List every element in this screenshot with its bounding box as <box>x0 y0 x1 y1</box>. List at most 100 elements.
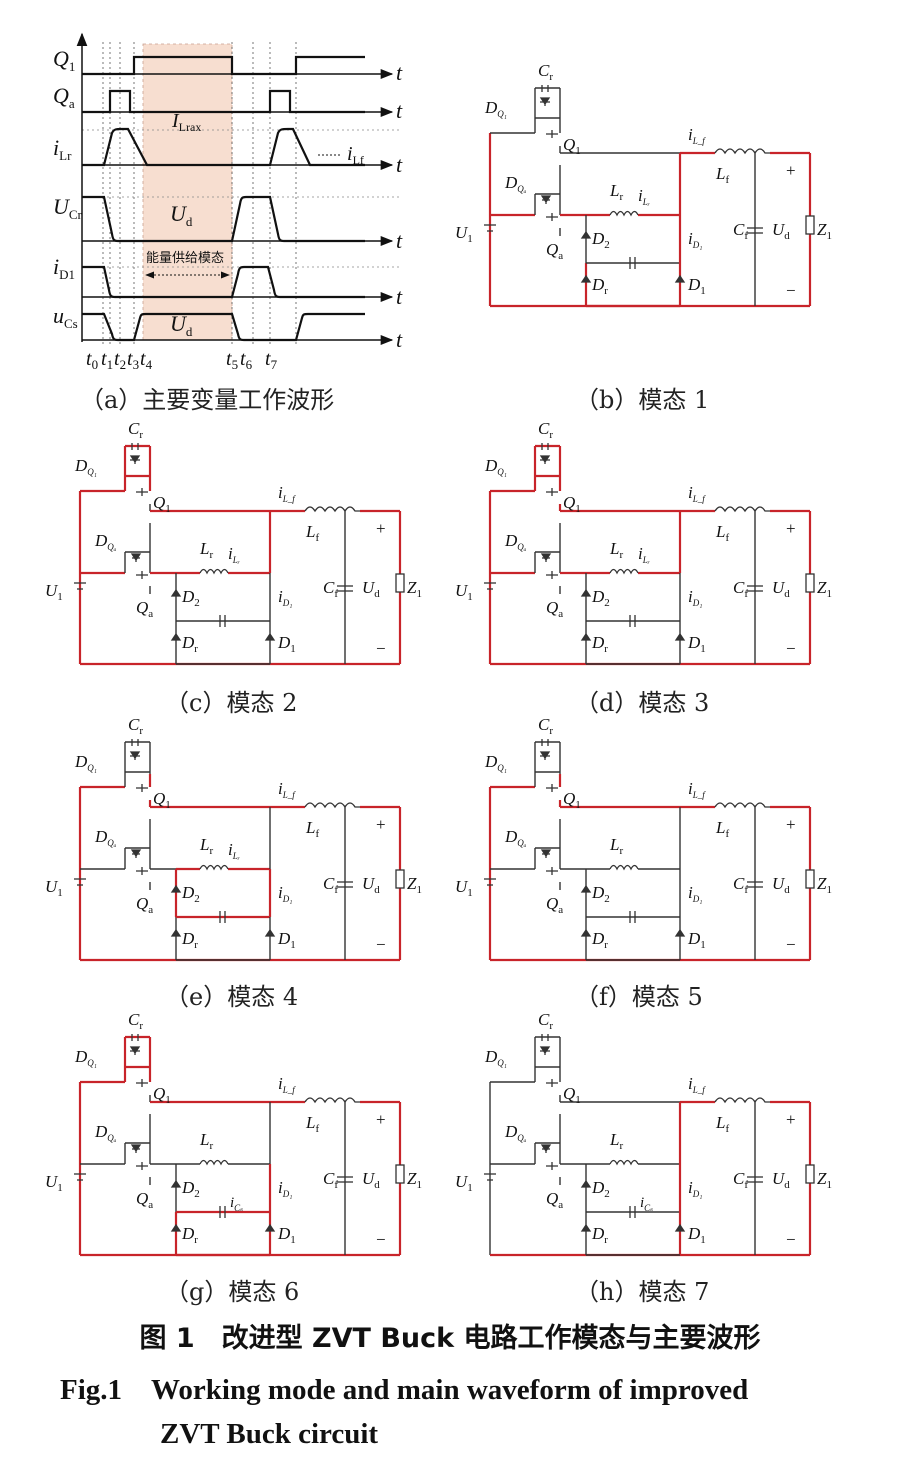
circuit-label: + <box>786 1110 796 1129</box>
circuit-component <box>805 1164 815 1184</box>
circuit-label: iLᵣ <box>638 186 650 207</box>
circuit-component <box>546 1079 558 1087</box>
circuit-label: − <box>786 935 796 954</box>
circuit-component <box>546 867 558 875</box>
time-tick-t0: t0 <box>86 348 98 372</box>
circuit-label: Lr <box>199 539 213 561</box>
ilf-label: iLf <box>347 143 364 167</box>
t-label-6: t <box>396 327 403 352</box>
circuit-label: Z1 <box>407 874 422 896</box>
circuit-label: + <box>786 519 796 538</box>
circuit-drawing: Cr DQ₁ Q1 DQₐ Qa Lr iLᵣ iL_f Lf Cf Ud Z1… <box>455 419 832 666</box>
circuit-component <box>546 213 558 221</box>
time-tick-t6: t6 <box>240 348 253 372</box>
circuit-label: Ud <box>772 578 790 600</box>
circuit-label: Q1 <box>563 1084 581 1106</box>
circuit-label: U1 <box>455 581 473 603</box>
circuit-label: Lf <box>305 1113 319 1135</box>
circuit-label: DQ₁ <box>74 456 97 477</box>
circuit-label: Q1 <box>563 135 581 157</box>
circuit-component <box>199 864 229 871</box>
circuit-label: iL_f <box>278 779 296 800</box>
circuit-component <box>714 802 770 809</box>
circuit-label: Dr <box>181 929 198 951</box>
circuit-label: Z1 <box>817 874 832 896</box>
circuit-label: DQₐ <box>504 531 527 552</box>
circuit-component <box>540 553 552 562</box>
circuit-label: D2 <box>181 883 200 905</box>
circuit-label: − <box>376 639 386 658</box>
circuit-label: − <box>786 639 796 658</box>
circuit-component <box>170 588 182 597</box>
circuit-label: Qa <box>136 894 153 916</box>
circuit-label: Z1 <box>407 1169 422 1191</box>
circuit-label: Lr <box>609 1130 623 1152</box>
circuit-label: DQₐ <box>504 827 527 848</box>
circuit-label: − <box>786 281 796 300</box>
caption-f: （f）模态 5 <box>575 983 703 1011</box>
time-tick-t4: t4 <box>140 348 153 372</box>
waveform-traces <box>82 55 365 342</box>
circuit-label: Qa <box>546 1189 563 1211</box>
circuit-label: Q1 <box>563 493 581 515</box>
circuit-label: Cr <box>538 419 553 441</box>
circuit-label: iL_f <box>688 779 706 800</box>
circuit-label: iL_f <box>278 483 296 504</box>
circuit-mode-5: Cr DQ₁ Q1 DQₐ Qa Lr iLᵣ iL_f Lf Cf Ud Z1… <box>455 715 832 962</box>
circuit-label: Q1 <box>563 789 581 811</box>
signal-label-qa: Qa <box>53 83 75 111</box>
circuit-label: iD₁ <box>688 587 702 608</box>
circuit-label: Ud <box>362 1169 380 1191</box>
circuit-component <box>304 506 360 513</box>
circuit-label: DQₐ <box>504 1122 527 1143</box>
circuit-label: Z1 <box>817 1169 832 1191</box>
circuit-label: iL_f <box>688 483 706 504</box>
circuit-component <box>580 588 592 597</box>
circuit-label: D1 <box>277 633 296 655</box>
circuit-component <box>546 1162 558 1170</box>
ucr-waveform <box>82 195 365 243</box>
circuit-component <box>609 568 639 575</box>
signal-label-ucr: UCr <box>53 194 83 222</box>
circuit-component <box>539 751 551 760</box>
circuit-component <box>130 849 142 858</box>
circuit-mode-3: Cr DQ₁ Q1 DQₐ Qa Lr iLᵣ iL_f Lf Cf Ud Z1… <box>455 419 832 666</box>
q1-waveform <box>82 55 365 76</box>
circuit-label: D2 <box>591 229 610 251</box>
circuit-label: Cr <box>128 715 143 737</box>
circuit-component <box>674 1223 686 1232</box>
circuit-component <box>136 1162 148 1170</box>
circuit-component <box>304 1097 360 1104</box>
circuit-label: Q1 <box>153 493 171 515</box>
circuit-label: U1 <box>455 1172 473 1194</box>
circuit-label: Qa <box>136 1189 153 1211</box>
circuit-component <box>539 455 551 464</box>
circuit-label: iLᵣ <box>638 544 650 565</box>
circuit-label: D2 <box>181 1178 200 1200</box>
circuit-component <box>580 928 592 937</box>
caption-g: （g）模态 6 <box>165 1278 300 1306</box>
circuit-label: DQ₁ <box>484 456 507 477</box>
time-tick-t2: t2 <box>114 348 126 372</box>
circuit-component <box>129 751 141 760</box>
circuit-label: U1 <box>45 1172 63 1194</box>
circuit-label: Q1 <box>153 789 171 811</box>
circuit-label: Qa <box>136 598 153 620</box>
circuit-component <box>395 869 405 889</box>
circuit-component <box>170 1223 182 1232</box>
circuit-mode-6: Cr DQ₁ Q1 DQₐ Qa Lr iLᵣ iL_f Lf Cf Ud Z1… <box>45 1010 422 1257</box>
figure-title-en: Fig.1 Working mode and main waveform of … <box>60 1368 748 1456</box>
figure-title-en-line2: ZVT Buck circuit <box>160 1418 379 1450</box>
circuit-component <box>805 573 815 593</box>
level-guide-lines <box>82 129 400 268</box>
time-tick-t1: t1 <box>101 348 113 372</box>
circuit-component <box>540 1144 552 1153</box>
waveform-panel: Q1 Qa iLr UCr iD1 uCs t t t t t t ILrax … <box>53 32 403 372</box>
circuit-component <box>580 632 592 641</box>
circuit-label: DQₐ <box>94 1122 117 1143</box>
circuit-label: U1 <box>45 877 63 899</box>
circuit-component <box>580 884 592 893</box>
circuit-label: Ud <box>362 874 380 896</box>
circuit-component <box>609 210 639 217</box>
caption-e: （e）模态 4 <box>165 983 299 1011</box>
